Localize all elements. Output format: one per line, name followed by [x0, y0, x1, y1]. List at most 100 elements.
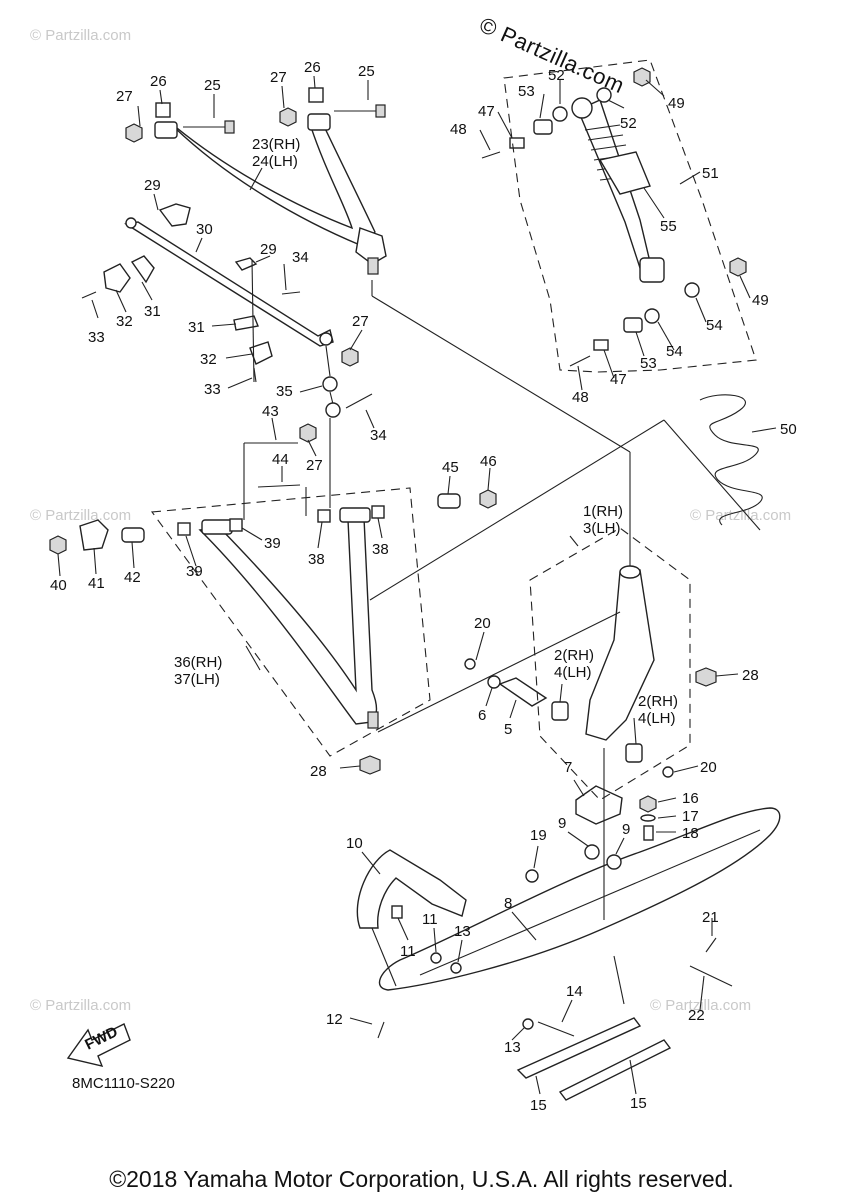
collar-5: [498, 677, 548, 707]
callout-33-b: 33: [204, 381, 221, 398]
bolt-22: [689, 965, 733, 987]
nut-27-d: [299, 423, 317, 443]
stabilizer-link-35: [322, 376, 341, 418]
watermark-text: © Partzilla.com: [30, 507, 131, 524]
nut-27-c: [341, 347, 359, 367]
callout-23: 23(RH): [252, 136, 300, 153]
bolt-14: [537, 1021, 575, 1037]
callout-42: 42: [124, 569, 141, 586]
callout-labels: 1(RH) 3(LH) 2(RH) 4(LH) 2(RH) 4(LH) 5 6 …: [50, 59, 797, 1114]
shock-absorber: [571, 97, 665, 283]
callout-27-c: 27: [352, 313, 369, 330]
callout-54-a: 54: [706, 317, 723, 334]
callout-25-b: 25: [358, 63, 375, 80]
bushing-2-b: [625, 743, 643, 763]
callout-5: 5: [504, 721, 512, 738]
callout-27-d: 27: [306, 457, 323, 474]
callout-48-a: 48: [450, 121, 467, 138]
callout-15-a: 15: [530, 1097, 547, 1114]
lower-arm-group-box: [150, 487, 431, 757]
callout-39-b: 39: [264, 535, 281, 552]
bolt-34-b: [345, 393, 373, 409]
bushing-39-a: [177, 522, 191, 536]
upper-a-arm: [154, 113, 387, 275]
nut-40: [49, 535, 67, 555]
callout-14: 14: [566, 983, 583, 1000]
callout-13-a: 13: [454, 923, 471, 940]
collar-47-b: [593, 339, 609, 351]
bracket-31-a: [130, 255, 155, 284]
bolt-25-left: [183, 120, 235, 134]
callout-53-a: 53: [518, 83, 535, 100]
callout-49-a: 49: [668, 95, 685, 112]
callout-49-b: 49: [752, 292, 769, 309]
callout-37: 37(LH): [174, 671, 220, 688]
callout-41: 41: [88, 575, 105, 592]
callout-3: 3(LH): [583, 520, 621, 537]
callout-27-b: 27: [270, 69, 287, 86]
callout-12: 12: [326, 1011, 343, 1028]
callout-20-a: 20: [474, 615, 491, 632]
washer-54-a: [644, 308, 660, 324]
callout-47-b: 47: [610, 371, 627, 388]
wear-bar-15-b: [558, 1039, 672, 1101]
washer-6: [487, 675, 501, 689]
bracket-31-b: [233, 315, 259, 331]
washer-13-a: [450, 962, 462, 974]
collar-45: [437, 493, 461, 509]
diagram-code: 8MC1110-S220: [72, 1075, 175, 1092]
ski: [378, 807, 781, 991]
callout-20-b: 20: [700, 759, 717, 776]
callout-17: 17: [682, 808, 699, 825]
callout-1: 1(RH): [583, 503, 623, 520]
ski-handle-10: [356, 849, 467, 929]
pin-21: [705, 937, 717, 953]
washer-13-b: [522, 1018, 534, 1030]
callout-33-a: 33: [88, 329, 105, 346]
bushing-53-a: [533, 119, 553, 135]
bushing-2-a: [551, 701, 569, 721]
callout-9-b: 9: [622, 821, 630, 838]
callout-11-a: 11: [422, 911, 438, 928]
callout-31-a: 31: [144, 303, 161, 320]
callout-55: 55: [660, 218, 677, 235]
bushing-53-b: [623, 317, 643, 333]
bolt-25-right: [334, 104, 386, 118]
callout-32-b: 32: [200, 351, 217, 368]
bracket-32-a: [103, 263, 131, 293]
washer-52-b: [596, 87, 612, 103]
nut-16: [639, 795, 657, 813]
callout-26-b: 26: [304, 59, 321, 76]
bracket-41: [79, 519, 109, 551]
callout-28-a: 28: [310, 763, 327, 780]
callout-28-b: 28: [742, 667, 759, 684]
callout-39-a: 39: [186, 563, 203, 580]
screw-12: [377, 1021, 385, 1039]
callout-31-b: 31: [188, 319, 205, 336]
fwd-arrow-icon: FWD: [66, 1023, 131, 1067]
callout-51: 51: [702, 165, 719, 182]
callout-45: 45: [442, 459, 459, 476]
callout-15-b: 15: [630, 1095, 647, 1112]
nut-11-b: [430, 952, 442, 964]
washer-20-b: [662, 766, 674, 778]
callout-4-a: 4(LH): [554, 664, 592, 681]
washer-17: [640, 814, 656, 822]
collar-42: [121, 527, 145, 543]
callout-24: 24(LH): [252, 153, 298, 170]
nut-27-a: [125, 123, 143, 143]
callout-10: 10: [346, 835, 363, 852]
callout-19: 19: [530, 827, 547, 844]
bracket-29-b: [234, 257, 258, 271]
nut-27-b: [279, 107, 297, 127]
watermark-text: © Partzilla.com: [30, 27, 131, 44]
callout-2-a: 2(RH): [554, 647, 594, 664]
callout-25-a: 25: [204, 77, 221, 94]
callout-47-a: 47: [478, 103, 495, 120]
callout-43: 43: [262, 403, 279, 420]
washer-52-a: [552, 106, 568, 122]
callout-13-b: 13: [504, 1039, 521, 1056]
lower-a-arm: [198, 507, 379, 729]
collar-47-a: [509, 137, 525, 149]
